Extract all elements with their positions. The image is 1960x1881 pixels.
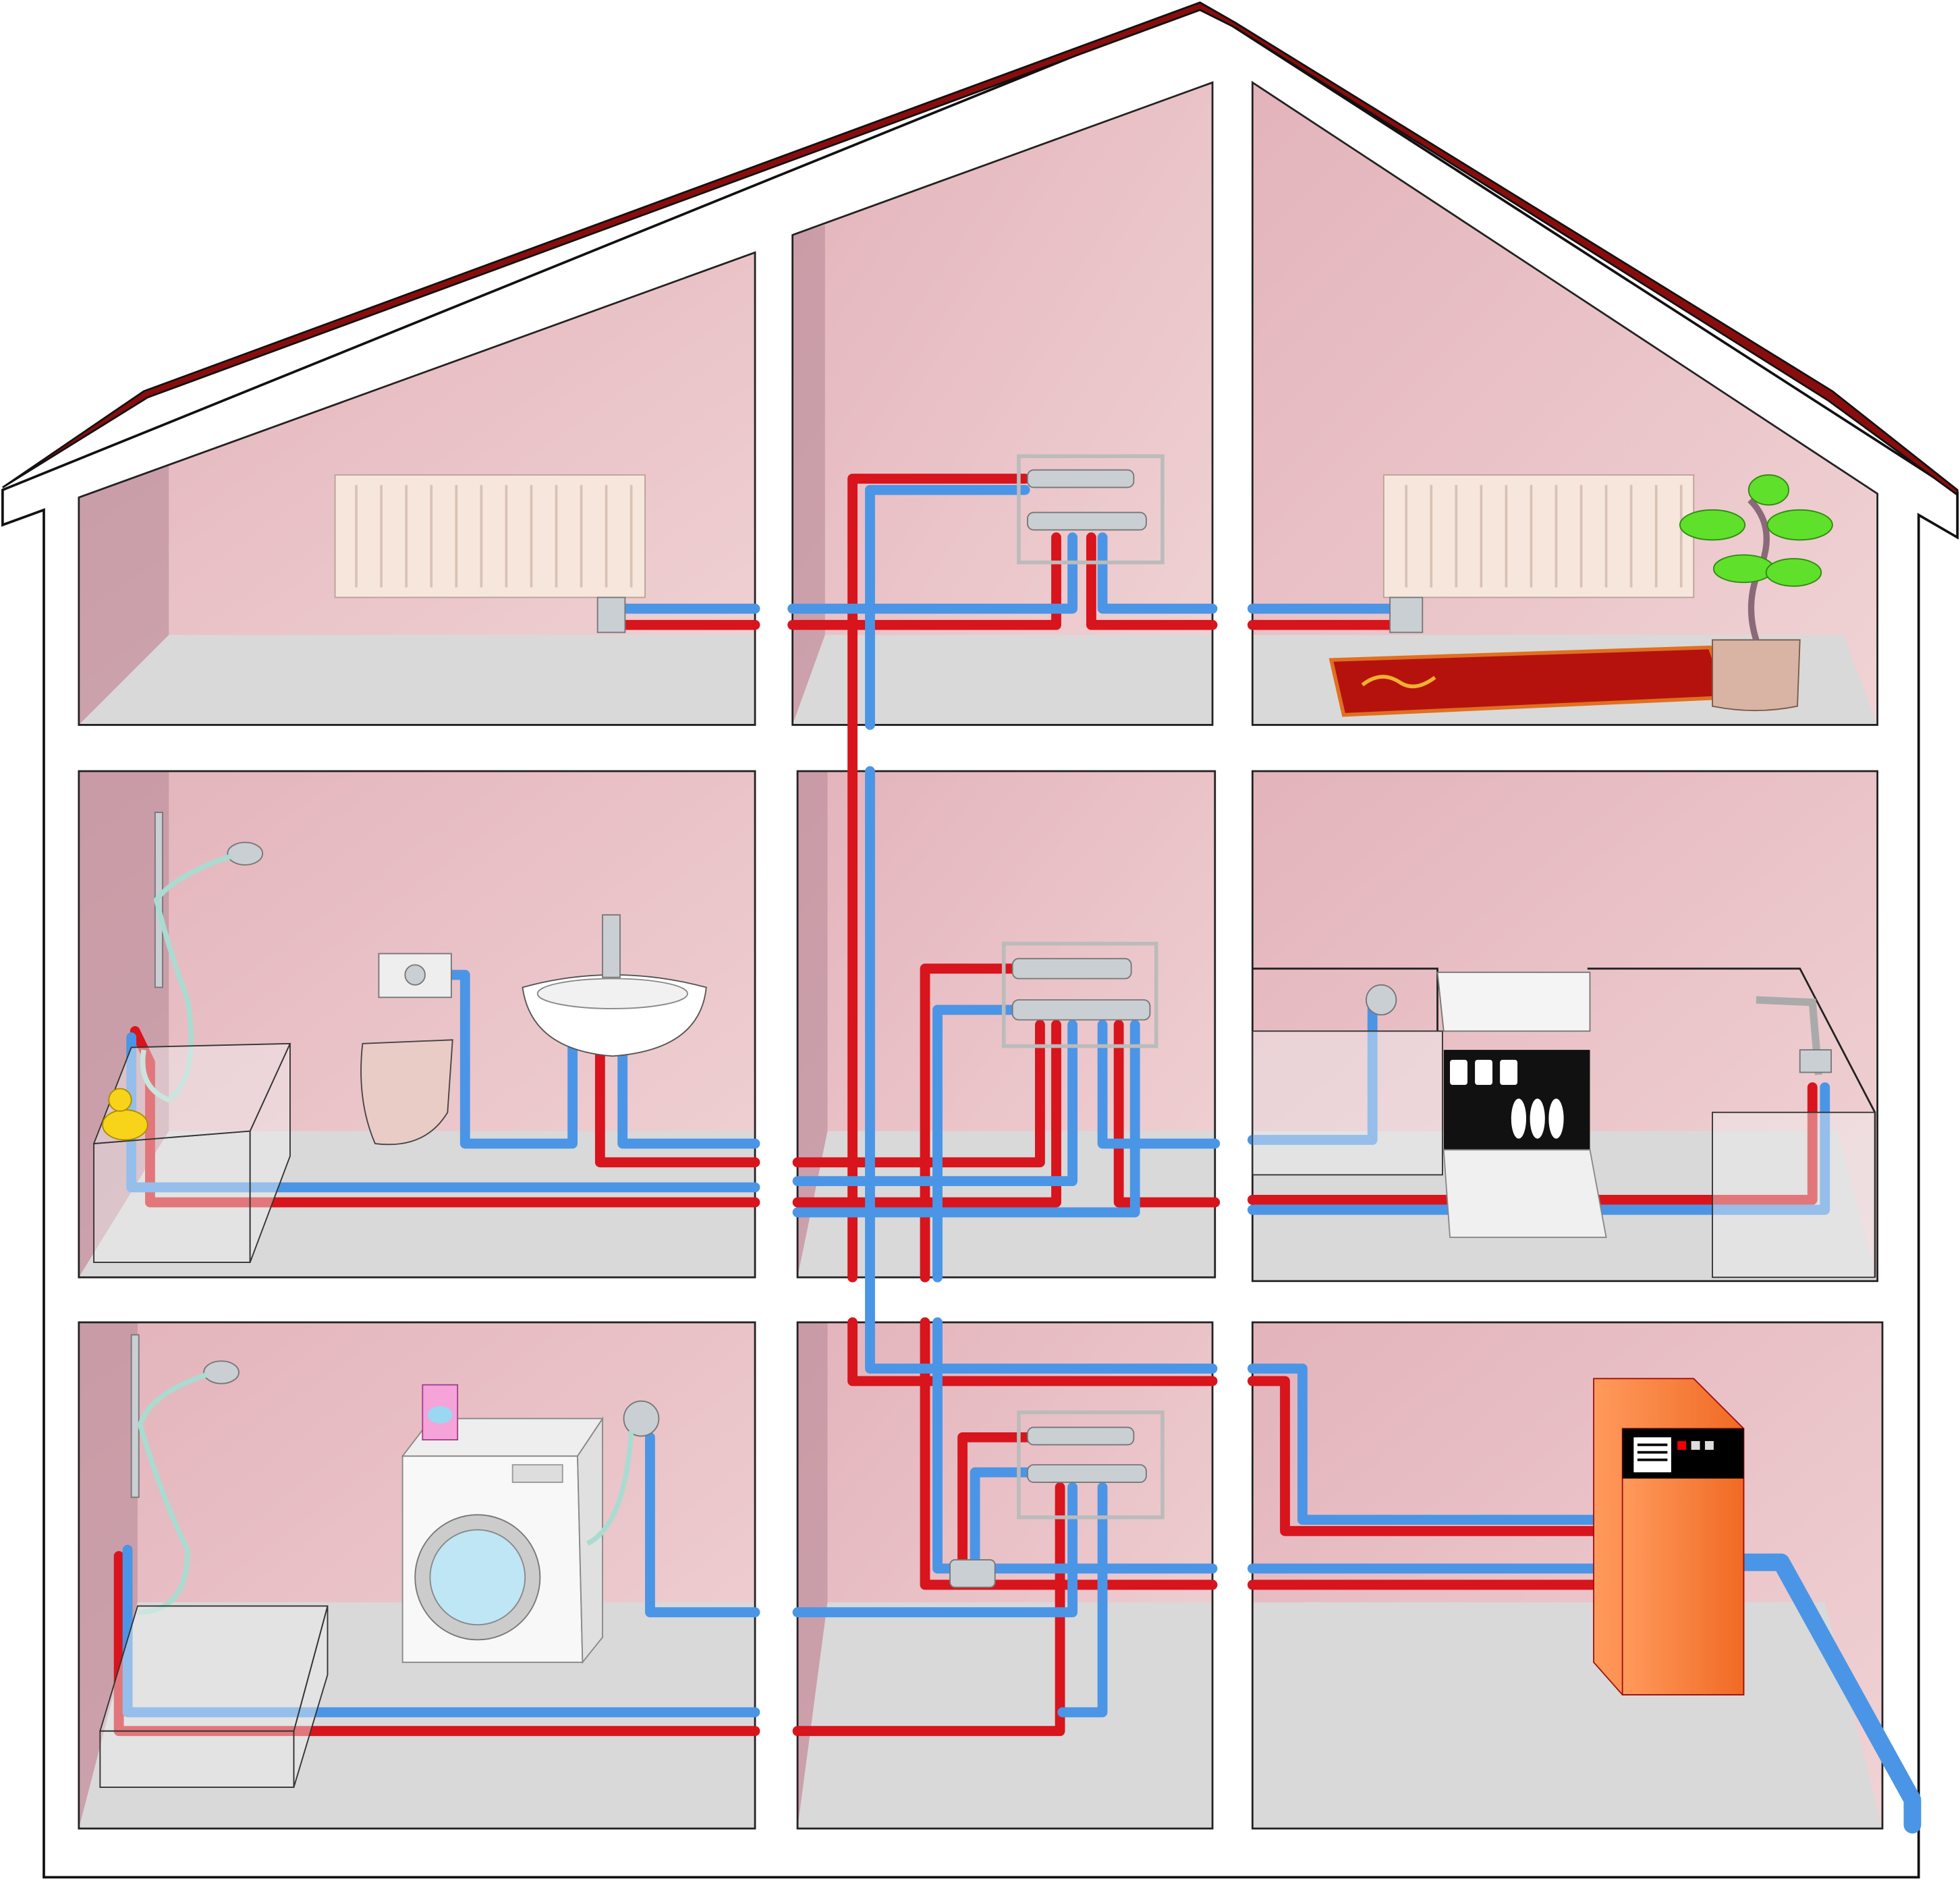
shower-icon: [140, 812, 264, 1103]
manifold-icon: [1001, 941, 1158, 1048]
bathtub-icon: [92, 1042, 291, 1263]
washing-machine-icon: [401, 1416, 604, 1664]
plant-icon: [1679, 474, 1833, 712]
cold-water-pipes: [122, 484, 1922, 1834]
sink-icon: [522, 914, 707, 1057]
manifold-icon: [949, 1410, 1165, 1588]
kitchen-faucet-icon: [1365, 984, 1832, 1075]
dishwasher-icon: [1436, 972, 1607, 1238]
room-attic-center: [791, 81, 1214, 726]
rubber-duck-icon: [102, 1088, 148, 1141]
radiator-icon: [334, 474, 646, 634]
boiler-icon: [1593, 1378, 1745, 1695]
radiator-icon: [1382, 474, 1695, 634]
kitchen-counter: [1252, 967, 1876, 1279]
room-boiler: [1251, 1321, 1884, 1830]
manifold-icon: [1017, 454, 1165, 565]
room-basement-middle: [796, 1321, 1214, 1830]
shower-tray: [99, 1605, 329, 1788]
roof: [2, 1, 1959, 497]
toilet-icon: [360, 953, 453, 1146]
shower-icon: [130, 1334, 240, 1615]
detergent-box-icon: [422, 1384, 459, 1440]
washer-tap: [586, 1400, 660, 1546]
